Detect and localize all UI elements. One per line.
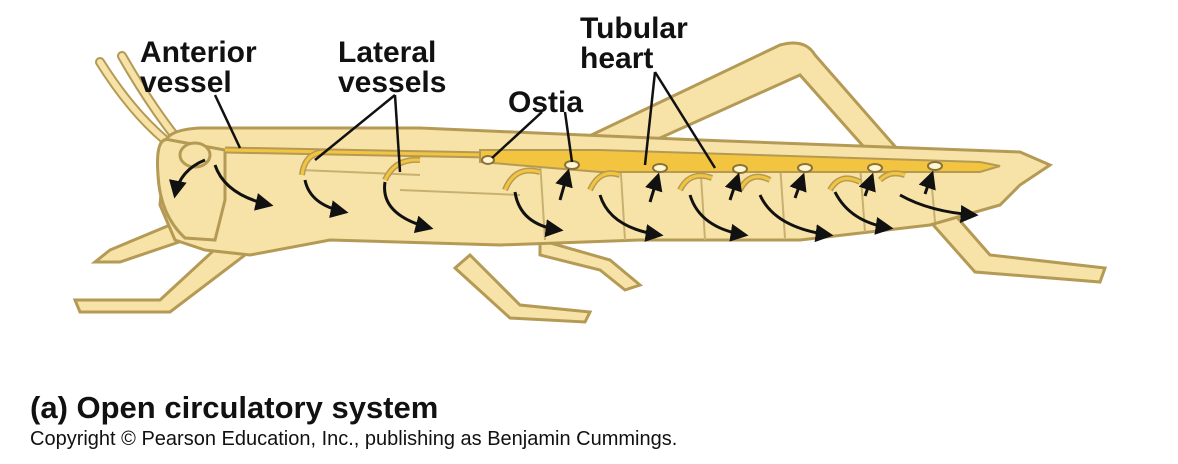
copyright-notice: Copyright © Pearson Education, Inc., pub…: [30, 428, 677, 451]
grasshopper-body: [160, 128, 1050, 255]
label-ostia: Ostia: [508, 88, 583, 118]
label-anterior-vessel-line1: Anterior: [140, 38, 257, 68]
figure-caption: (a) Open circulatory system: [30, 390, 438, 426]
label-tubular-heart-line1: Tubular: [580, 14, 688, 44]
label-lateral-vessels-line1: Lateral: [338, 38, 436, 68]
label-tubular-heart-line2: heart: [580, 44, 653, 74]
label-anterior-vessel-line2: vessel: [140, 68, 232, 98]
label-lateral-vessels-line2: vessels: [338, 68, 446, 98]
